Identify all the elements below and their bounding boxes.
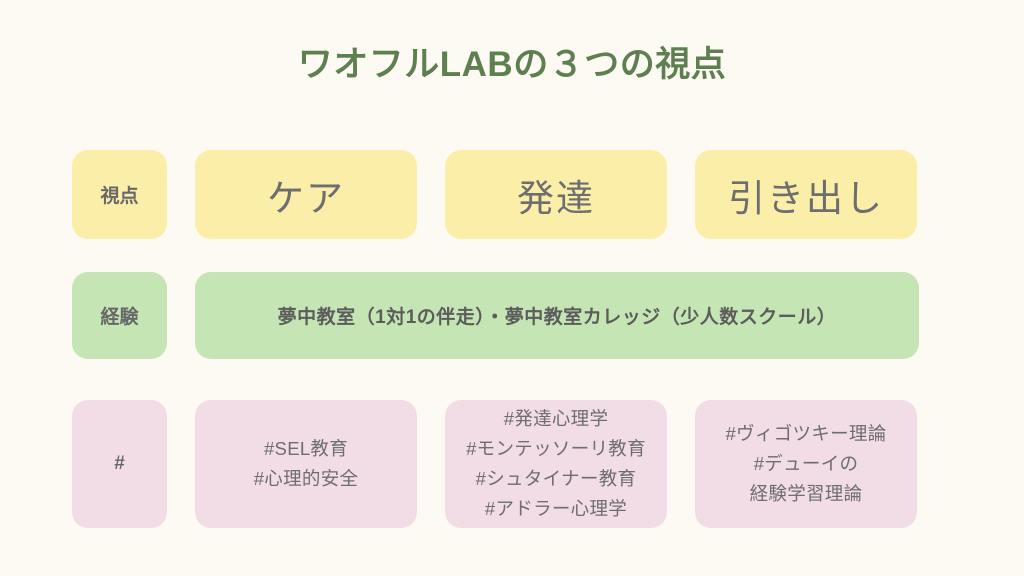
spacer xyxy=(167,400,195,528)
hashtag-card-care-label: #SEL教育 #心理的安全 xyxy=(253,438,359,489)
row-label-hashtags: # xyxy=(72,400,167,528)
row-perspective: 視点 ケア 発達 引き出し xyxy=(72,150,919,239)
perspective-card-draw-out-label: 引き出し xyxy=(728,177,884,219)
perspective-card-care[interactable]: ケア xyxy=(195,150,417,239)
perspective-card-care-label: ケア xyxy=(267,177,345,219)
spacer xyxy=(667,150,695,239)
hashtag-card-development-label: #発達心理学 #モンテッソーリ教育 #シュタイナー教育 #アドラー心理学 xyxy=(466,408,646,519)
row-label-perspective: 視点 xyxy=(72,150,167,239)
perspective-card-draw-out[interactable]: 引き出し xyxy=(695,150,917,239)
page-title: ワオフルLABの３つの視点 xyxy=(297,45,727,84)
row-hashtags: # #SEL教育 #心理的安全 #発達心理学 #モンテッソーリ教育 #シュタイナ… xyxy=(72,400,919,528)
spacer xyxy=(667,400,695,528)
row-experience: 経験 夢中教室（1対1の伴走）・夢中教室カレッジ（少人数スクール） xyxy=(72,272,919,359)
row-label-experience: 経験 xyxy=(72,272,167,359)
experience-card[interactable]: 夢中教室（1対1の伴走）・夢中教室カレッジ（少人数スクール） xyxy=(195,272,919,359)
spacer xyxy=(167,150,195,239)
perspective-card-development[interactable]: 発達 xyxy=(445,150,667,239)
hashtag-card-development[interactable]: #発達心理学 #モンテッソーリ教育 #シュタイナー教育 #アドラー心理学 xyxy=(445,400,667,528)
experience-card-label: 夢中教室（1対1の伴走）・夢中教室カレッジ（少人数スクール） xyxy=(277,307,837,328)
spacer xyxy=(417,400,445,528)
hashtag-card-draw-out[interactable]: #ヴィゴツキー理論 #デューイの 経験学習理論 xyxy=(695,400,917,528)
hashtag-card-care[interactable]: #SEL教育 #心理的安全 xyxy=(195,400,417,528)
hashtag-card-draw-out-label: #ヴィゴツキー理論 #デューイの 経験学習理論 xyxy=(725,423,887,504)
perspective-card-development-label: 発達 xyxy=(517,177,595,219)
spacer xyxy=(167,272,195,359)
spacer xyxy=(417,150,445,239)
